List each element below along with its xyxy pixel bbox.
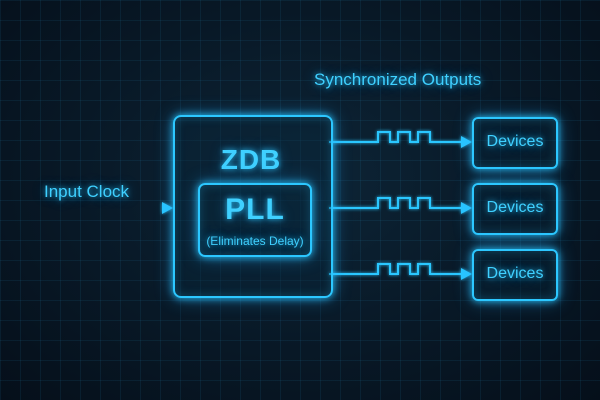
output-signal-2 [329,197,462,209]
device-box-2 [472,183,558,235]
device-box-1 [472,117,558,169]
pll-label: PLL [225,193,285,226]
device-label-1: Devices [486,133,544,150]
device-label-3: Devices [486,265,544,282]
input-clock-label: Input Clock [44,182,130,201]
output-signal-1 [329,131,462,143]
input-arrowhead [162,202,173,214]
zdb-label: ZDB [220,144,282,175]
outputs-title: Synchronized Outputs [314,70,482,89]
output-arrowhead-1 [461,136,472,148]
device-label-2: Devices [486,199,544,216]
output-signal-3 [329,263,462,275]
output-arrowhead-2 [461,202,472,214]
output-arrowhead-3 [461,268,472,280]
device-box-3 [472,249,558,301]
pll-block [198,183,312,257]
pll-sublabel: (Eliminates Delay) [206,234,304,248]
